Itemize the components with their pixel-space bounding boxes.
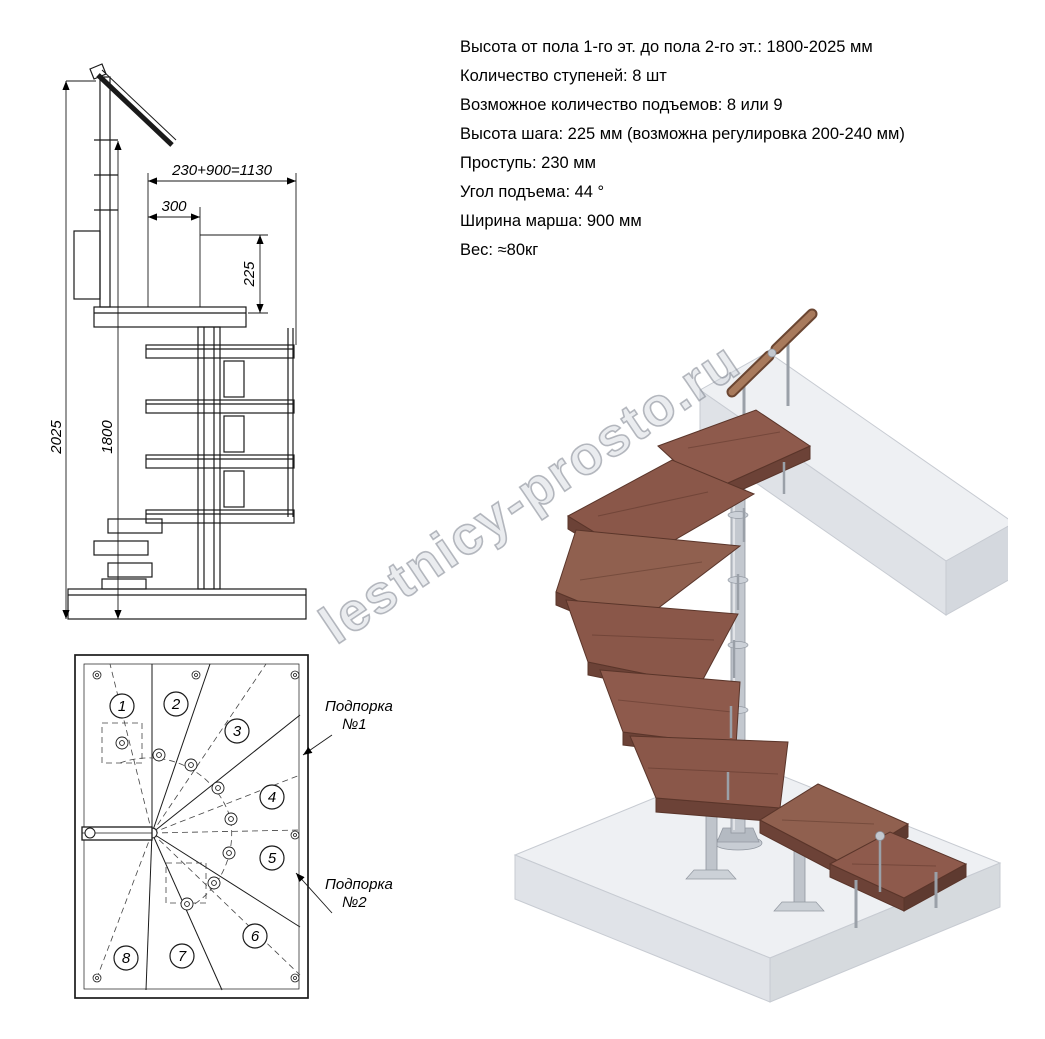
step-number-1: 1	[118, 698, 126, 715]
plan-entry-rail	[81, 826, 153, 841]
dim-height-min-label: 1800	[99, 420, 116, 454]
plan-step-number-labels: 1 2 3 4 5 6 7 8	[118, 696, 277, 967]
step-number-3: 3	[233, 723, 242, 740]
bottom-newel-ball	[875, 831, 885, 892]
side-dimensions	[62, 80, 297, 619]
spec-line-height: Высота от пола 1-го эт. до пола 2-го эт.…	[460, 38, 873, 56]
plan-step-lines	[84, 663, 301, 991]
bottom-legs	[854, 872, 938, 928]
spec-line-weight: Вес: ≈80кг	[460, 241, 539, 259]
spec-line-width: Ширина марша: 900 мм	[460, 212, 642, 230]
support-post-1	[685, 791, 737, 880]
plan-corner-holes	[92, 670, 300, 983]
support-1-label-line2: №1	[342, 716, 367, 733]
plan-view: 1 2 3 4 5 6 7 8 Подпорка №1 Подпорка №2	[74, 654, 393, 999]
support-annotation-2: Подпорка №2	[295, 872, 393, 914]
support-2-label-line2: №2	[342, 894, 367, 911]
staircase-3d-render	[513, 308, 1008, 1003]
support-1-label-line1: Подпорка	[325, 698, 393, 715]
step-number-8: 8	[122, 950, 131, 967]
side-dimension-labels: 230+900=1130 300 225 2025 1800	[50, 162, 273, 455]
spec-line-rise-height: Высота шага: 225 мм (возможна регулировк…	[460, 125, 905, 143]
step-number-4: 4	[268, 789, 276, 806]
specifications-panel: Высота от пола 1-го эт. до пола 2-го эт.…	[460, 33, 1020, 265]
side-structure	[67, 63, 307, 620]
dim-landing-label: 300	[161, 198, 187, 215]
step-number-5: 5	[268, 850, 277, 867]
spec-line-tread: Проступь: 230 мм	[460, 154, 596, 172]
spec-line-angle: Угол подъема: 44 °	[460, 183, 605, 201]
side-elevation-view: 230+900=1130 300 225 2025 1800	[50, 63, 307, 620]
step-number-7: 7	[178, 948, 187, 965]
step-number-2: 2	[171, 696, 181, 713]
rail-joint-icon	[767, 348, 777, 358]
treads	[555, 409, 968, 912]
tread-3	[629, 735, 789, 823]
dim-height-max-label: 2025	[50, 420, 65, 455]
spec-line-steps: Количество ступеней: 8 шт	[460, 67, 667, 85]
support-annotation-1: Подпорка №1	[302, 698, 393, 756]
spec-line-rises: Возможное количество подъемов: 8 или 9	[460, 96, 783, 114]
dim-step-height-label: 225	[241, 261, 258, 288]
plan-step-numbers	[109, 691, 285, 971]
dim-total-width-label: 230+900=1130	[171, 162, 272, 179]
plan-posts	[115, 736, 238, 911]
step-number-6: 6	[251, 928, 260, 945]
tread-connector-posts	[726, 462, 786, 800]
support-2-label-line1: Подпорка	[325, 876, 393, 893]
